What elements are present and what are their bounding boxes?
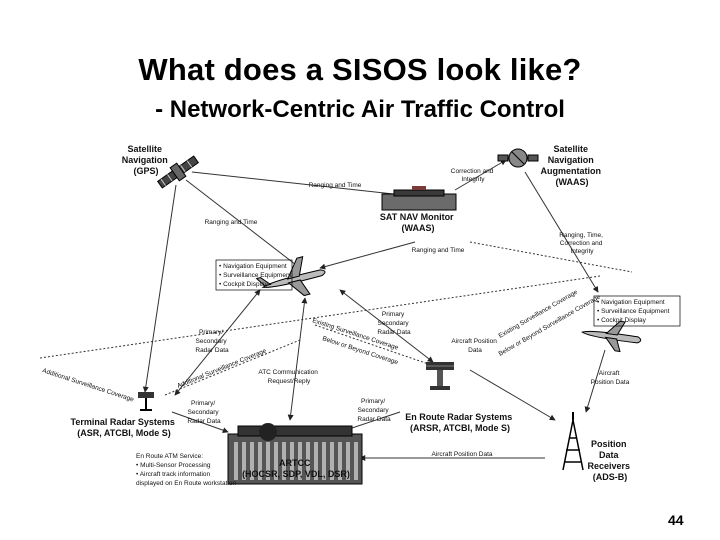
radio-tower-icon: [562, 412, 584, 471]
coverage-label: Below or Beyond Coverage: [321, 335, 399, 366]
ranging-dotted-link: [469, 241, 633, 273]
radar-antenna-icon: [426, 362, 454, 390]
radar-data-label: Primary/ Secondary Radar Data: [195, 329, 229, 354]
connection-lines: [39, 159, 633, 461]
gps-to-monitor-link: [191, 171, 413, 199]
ranging-time-label: Ranging and Time: [205, 219, 258, 226]
airliner-icon: [581, 320, 642, 353]
radar-antenna-icon: [138, 392, 154, 411]
page-number: 44: [668, 512, 684, 528]
right-aircraft-equipment-list: • Navigation Equipment • Surveillance Eq…: [593, 295, 681, 327]
slide-title: What does a SISOS look like?: [138, 52, 582, 87]
aircraft-right-to-adsb-link: [584, 349, 606, 413]
radar-data-label: Primary/ Secondary Radar Data: [357, 398, 391, 423]
adsb-node-label: Position Data Receivers (ADS-B): [587, 439, 632, 482]
coverage-dotted-link-2: [164, 339, 301, 396]
left-aircraft-equipment-list: • Navigation Equipment • Surveillance Eq…: [215, 259, 293, 291]
waas-augmentation-node-label: Satellite Navigation Augmentation (WAAS): [540, 144, 603, 187]
satellite-icon: [156, 155, 200, 189]
slide-subtitle: - Network-Centric Air Traffic Control: [155, 96, 565, 123]
terminal-radar-node-label: Terminal Radar Systems (ASR, ATCBI, Mode…: [71, 417, 178, 438]
sat-nav-monitor-node-label: SAT NAV Monitor (WAAS): [380, 212, 456, 233]
airliner-icon: [255, 256, 326, 297]
artcc-node-label: ARTCC (HOCSR, SDP, VDL, DSR): [242, 458, 350, 479]
ranging-time-label: Ranging and Time: [412, 247, 465, 254]
coverage-label: Additional Surveillance Coverage: [41, 367, 135, 403]
gps-to-terminal-link: [142, 184, 177, 393]
radar-data-label: Primary Secondary Radar Data: [377, 311, 411, 336]
monitor-to-waas-link: [454, 159, 507, 191]
ranging-time-correction-label: Ranging, Time, Correction and Integrity: [559, 232, 605, 255]
gps-to-aircraft-link: [185, 179, 301, 269]
gps-node-label: Satellite Navigation (GPS): [122, 144, 171, 176]
aircraft-to-terminal-link: [174, 289, 261, 396]
control-center-building-icon: [227, 423, 363, 485]
terminal-to-artcc-link: [171, 411, 229, 434]
waas-to-aircraft-link: [319, 241, 416, 270]
aircraft-position-label: Aircraft Position Data: [431, 451, 492, 458]
aircraft-position-label: Aircraft Position Data: [451, 338, 498, 354]
ground-station-icon: [381, 186, 457, 211]
aircraft-to-artcc-link: [287, 297, 308, 421]
svg-text:• Navigation Equipment •: • Navigation Equipment • Surveillance Eq…: [597, 299, 671, 324]
artcc-services-list: En Route ATM Service: • Multi-Sensor Pro…: [136, 453, 236, 487]
ranging-time-label: Ranging and Time: [309, 182, 362, 189]
waas-to-aircraft-right-link: [524, 171, 599, 293]
radar-data-label: Primary/ Secondary Radar Data: [187, 400, 221, 425]
atc-communication-label: ATC Communication Request/Reply: [258, 369, 319, 385]
correction-integrity-label: Correction and Integrity: [451, 168, 495, 183]
aircraft-position-label: Aircraft Position Data: [591, 370, 630, 386]
satellite-icon: [497, 148, 539, 168]
aircraft-to-enroute-link: [339, 289, 434, 363]
enroute-radar-node-label: En Route Radar Systems (ARSR, ATCBI, Mod…: [405, 412, 515, 433]
svg-text:• Navigation Equipment •: • Navigation Equipment • Surveillance Eq…: [219, 263, 293, 288]
enroute-to-adsb-link: [469, 369, 556, 421]
